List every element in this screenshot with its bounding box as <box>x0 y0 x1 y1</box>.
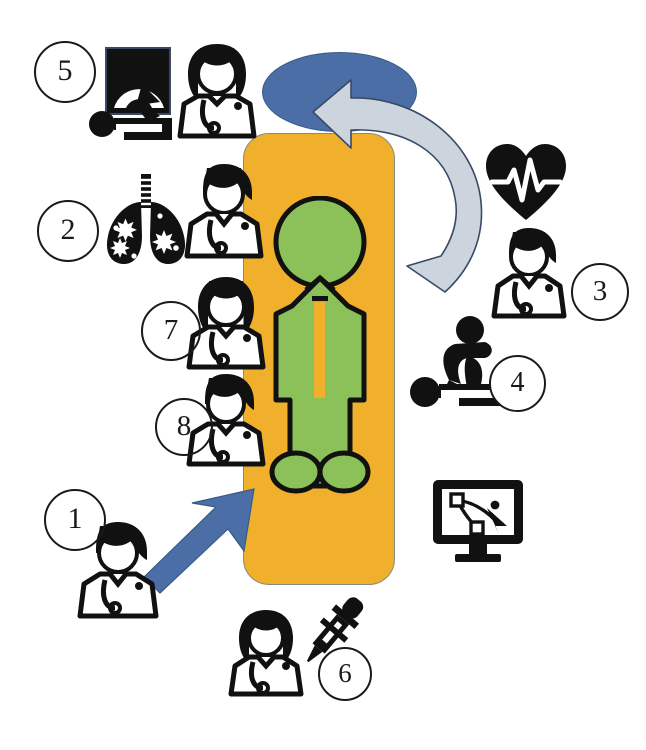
stethoscope-tube <box>100 579 116 611</box>
doctor-collar <box>216 422 236 437</box>
monitor-neck <box>469 544 487 554</box>
monitor-vector-tool-icon <box>429 478 527 564</box>
doctor-fringe <box>511 232 547 251</box>
step-number-8-label: 8 <box>176 409 192 442</box>
ct-scanner-icon <box>89 47 194 144</box>
stethoscope-bell <box>519 302 533 316</box>
doctor-collar <box>519 274 539 291</box>
patient-foot-right <box>317 450 371 494</box>
patient-figure <box>262 195 378 501</box>
step-number-2[interactable]: 2 <box>37 200 99 262</box>
blue-entry-arrow <box>140 485 260 600</box>
trachea-rings <box>141 178 151 206</box>
bezier-anchor-top <box>449 492 465 508</box>
doctor-fringe <box>209 281 243 299</box>
gown-opening <box>314 302 325 398</box>
step-number-1-label: 1 <box>67 502 83 535</box>
stethoscope-tube <box>206 219 222 251</box>
stethoscope-bell <box>256 681 270 695</box>
female-doctor-icon-6 <box>228 608 304 697</box>
female-doctor-icon-5 <box>176 42 258 139</box>
dropper-body <box>306 597 364 663</box>
gray-rotation-arrow <box>295 78 505 303</box>
doctor-fringe <box>98 526 136 546</box>
male-doctor-icon-3 <box>490 226 568 319</box>
doctor-collar <box>216 325 236 340</box>
step-number-6-label: 6 <box>338 657 352 688</box>
virus-marks <box>110 213 179 259</box>
step-number-8[interactable]: 8 <box>155 398 213 456</box>
stethoscope-tube <box>199 99 215 131</box>
dropper-bulb <box>342 597 364 619</box>
doctor-collar <box>207 94 227 108</box>
scan-patient-head <box>89 111 115 137</box>
stethoscope-earpiece <box>243 334 251 342</box>
lung-right <box>150 202 186 264</box>
patient-foot-left <box>269 450 323 494</box>
cursor-arrow <box>487 508 507 534</box>
stethoscope-earpiece <box>241 222 249 230</box>
doctor-fringe <box>250 614 282 631</box>
stethoscope-bell <box>216 450 230 464</box>
step-number-3-label: 3 <box>592 274 608 307</box>
stethoscope-earpiece <box>282 662 290 670</box>
step-number-6[interactable]: 6 <box>318 647 372 701</box>
doctor-fringe <box>200 48 234 66</box>
cpr-resuscitation-icon <box>410 316 533 418</box>
scan-table <box>116 124 162 132</box>
scanner-arrow <box>136 84 160 122</box>
step-number-5-label: 5 <box>57 54 73 87</box>
step-number-3[interactable]: 3 <box>571 263 629 321</box>
stethoscope-tube <box>248 661 264 691</box>
doctor-fringe <box>207 378 244 397</box>
ecg-trace <box>489 157 563 203</box>
step-number-7[interactable]: 7 <box>141 301 201 361</box>
doctor-collar <box>256 655 276 670</box>
heart-ecg-icon <box>484 142 568 224</box>
bezier-handle-dot <box>490 500 500 510</box>
step-number-2-label: 2 <box>60 213 76 246</box>
cpr-victim-highlight <box>441 390 493 398</box>
step-number-1[interactable]: 1 <box>44 489 106 551</box>
step-number-4[interactable]: 4 <box>489 355 546 412</box>
cpr-rescuer-torso <box>464 356 483 388</box>
stethoscope-bell <box>207 121 221 135</box>
bezier-anchor-bottom <box>469 520 485 536</box>
dropper-tip <box>306 645 323 663</box>
dropper-collar-mid <box>319 617 349 643</box>
stethoscope-tube <box>208 331 224 363</box>
blue-entry-arrow-path <box>143 488 255 594</box>
dropper-pipette-icon <box>296 588 368 674</box>
stethoscope-bell <box>216 353 230 367</box>
stethoscope-earpiece <box>545 284 553 292</box>
cpr-rescuer-head <box>456 316 484 344</box>
gown-collar-dash <box>312 296 328 301</box>
stethoscope-bell <box>108 601 122 615</box>
stethoscope-earpiece <box>135 582 143 590</box>
infected-lungs-icon <box>98 172 194 268</box>
male-doctor-icon-8 <box>186 372 266 467</box>
male-doctor-icon-2 <box>183 162 265 259</box>
male-doctor-icon-1 <box>76 520 160 619</box>
stethoscope-earpiece <box>243 431 251 439</box>
dropper-collar-top <box>331 604 360 630</box>
stethoscope-bell <box>214 241 228 255</box>
cpr-rescuer-arms <box>443 342 492 384</box>
step-number-7-label: 7 <box>163 313 179 346</box>
patient-neck <box>304 274 336 292</box>
monitor-base <box>455 554 501 562</box>
cpr-victim-head <box>410 377 440 407</box>
doctor-fringe <box>205 168 243 188</box>
stethoscope-earpiece <box>234 102 242 110</box>
gray-rotation-arrow-path <box>312 79 483 293</box>
stethoscope-tube <box>511 281 527 312</box>
step-number-5[interactable]: 5 <box>34 41 96 103</box>
doctor-collar <box>108 572 128 589</box>
step-number-4-label: 4 <box>510 366 525 398</box>
doctor-collar <box>214 212 234 229</box>
